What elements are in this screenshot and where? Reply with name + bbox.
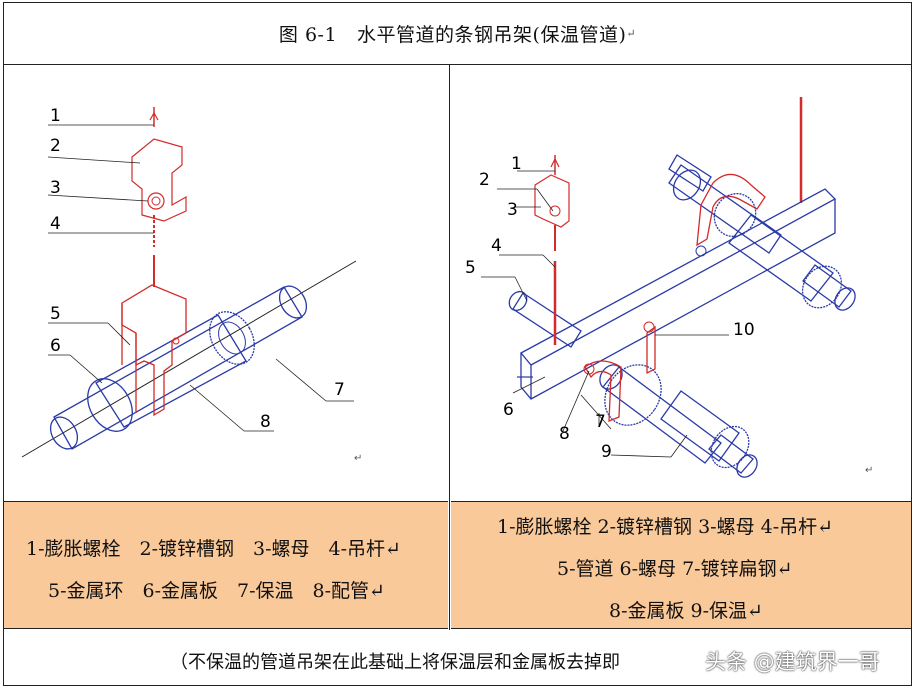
- left-callout-3: 3: [50, 178, 61, 198]
- document-frame: [3, 2, 912, 686]
- right-callout-7: 7: [595, 412, 606, 432]
- left-legend-line-1: 1-膨胀螺栓 2-镀锌槽钢 3-螺母 4-吊杆↵: [26, 538, 401, 560]
- left-callout-4: 4: [50, 214, 61, 234]
- right-callout-9: 9: [601, 442, 612, 462]
- right-legend-line-3: 8-金属板 9-保温↵: [609, 600, 763, 622]
- left-legend-line-2: 5-金属环 6-金属板 7-保温 8-配管↵: [48, 580, 385, 602]
- left-hanger-drawing: 1 2 3 4 5 6 7 8 ↵: [21, 106, 362, 464]
- left-callout-1: 1: [50, 106, 61, 126]
- right-callout-10: 10: [733, 320, 755, 340]
- figure-number: 图 6-1: [278, 23, 338, 46]
- right-legend-line-1: 1-膨胀螺栓 2-镀锌槽钢 3-螺母 4-吊杆↵: [497, 516, 834, 538]
- right-callout-6: 6: [503, 400, 514, 420]
- right-legend: 1-膨胀螺栓 2-镀锌槽钢 3-螺母 4-吊杆↵ 5-管道 6-螺母 7-镀锌扁…: [451, 501, 911, 629]
- left-callout-8: 8: [260, 412, 271, 432]
- right-callout-4: 4: [491, 236, 502, 256]
- left-hanger-diagram: 1 2 3 4 5 6 7 8 ↵: [4, 65, 448, 501]
- figure-caption: 水平管道的条钢吊架(保温管道): [357, 23, 627, 46]
- footnote: （不保温的管道吊架在此基础上将保温层和金属板去掉即: [170, 652, 620, 673]
- right-callout-2: 2: [479, 170, 490, 190]
- right-legend-line-2: 5-管道 6-螺母 7-镀锌扁钢↵: [557, 558, 793, 580]
- left-callout-7: 7: [334, 380, 345, 400]
- left-legend: 1-膨胀螺栓 2-镀锌槽钢 3-螺母 4-吊杆↵ 5-金属环 6-金属板 7-保…: [4, 501, 448, 629]
- left-callout-2: 2: [50, 136, 61, 156]
- figure-title: 图 6-1 水平管道的条钢吊架(保温管道) ↵: [3, 2, 912, 65]
- right-callout-1: 1: [511, 154, 522, 174]
- right-callout-3: 3: [507, 200, 518, 220]
- left-return-mark: ↵: [354, 453, 362, 464]
- column-divider: [449, 64, 450, 630]
- right-hanger-diagram: 1 2 3 4 5 6 7 8 9 10 ↵: [451, 65, 911, 501]
- right-return-mark: ↵: [865, 465, 873, 476]
- right-callout-8: 8: [559, 424, 570, 444]
- right-callout-5: 5: [465, 258, 476, 278]
- right-hanger-drawing: 1 2 3 4 5 6 7 8 9 10 ↵: [465, 97, 873, 478]
- watermark-label: 头条 @建筑界一哥: [705, 650, 880, 674]
- left-callout-5: 5: [50, 304, 61, 324]
- return-mark: ↵: [626, 26, 637, 40]
- left-callout-6: 6: [50, 336, 61, 356]
